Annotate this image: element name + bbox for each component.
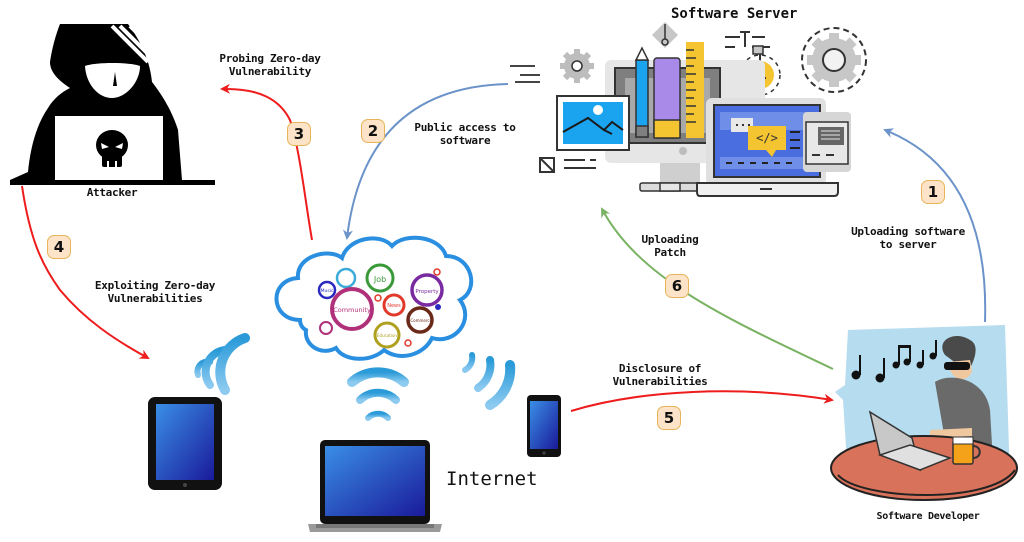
step-2-label: Public access to software — [414, 121, 516, 147]
step-6-badge: 6 — [665, 274, 689, 298]
wifi-signal-icon — [194, 333, 516, 421]
arrow-step-3 — [220, 83, 313, 241]
step-2-badge: 2 — [361, 119, 385, 143]
attacker-icon — [10, 24, 215, 185]
skull-icon — [96, 130, 128, 167]
software-developer-icon — [830, 325, 1018, 501]
step-4-label: Exploiting Zero-day Vulnerabilities — [94, 279, 216, 305]
cloud-tag-community: Community — [333, 306, 371, 314]
cloud-tag-property: Property — [415, 289, 439, 295]
cloud-tag-music: Music — [321, 288, 334, 294]
cloud-tag-education: Education — [377, 333, 397, 338]
gear-icon — [560, 49, 594, 83]
step-6-label: Uploading Patch — [641, 233, 699, 259]
step-1-badge: 1 — [921, 180, 945, 204]
laptop-device-icon — [308, 440, 442, 532]
arrow-step-2 — [342, 83, 509, 240]
step-5-label: Disclosure of Vulnerabilities — [612, 362, 708, 388]
internet-label: Internet — [446, 468, 538, 490]
large-gear-icon — [801, 27, 867, 93]
step-4-badge: 4 — [47, 235, 71, 259]
arrow-step-6 — [601, 207, 834, 370]
cloud-tag-news: News — [387, 303, 401, 309]
arrow-step-1 — [883, 128, 987, 323]
arrow-step-4 — [21, 185, 150, 359]
step-1-label: Uploading software to server — [851, 225, 965, 251]
step-3-badge: 3 — [287, 122, 311, 146]
software-server-label: Software Server — [671, 6, 798, 22]
music-notes-icon — [851, 340, 937, 383]
cloud-tag-job: Job — [373, 275, 386, 284]
software-server-icon: </> — [510, 22, 867, 197]
arrow-step-5 — [570, 390, 834, 412]
step-3-label: Probing Zero-day Vulnerability — [219, 52, 321, 78]
step-5-badge: 5 — [657, 406, 681, 430]
smartphone-device-icon — [527, 395, 561, 457]
internet-cloud-icon: Job Music Community News Property Educat… — [274, 235, 474, 361]
tablet-device-icon — [148, 397, 222, 490]
svg-text:</>: </> — [756, 131, 778, 145]
attacker-label: Attacker — [86, 186, 138, 199]
software-developer-label: Software Developer — [876, 511, 980, 522]
cloud-tag-ecommerce: eCommerce — [408, 318, 433, 323]
